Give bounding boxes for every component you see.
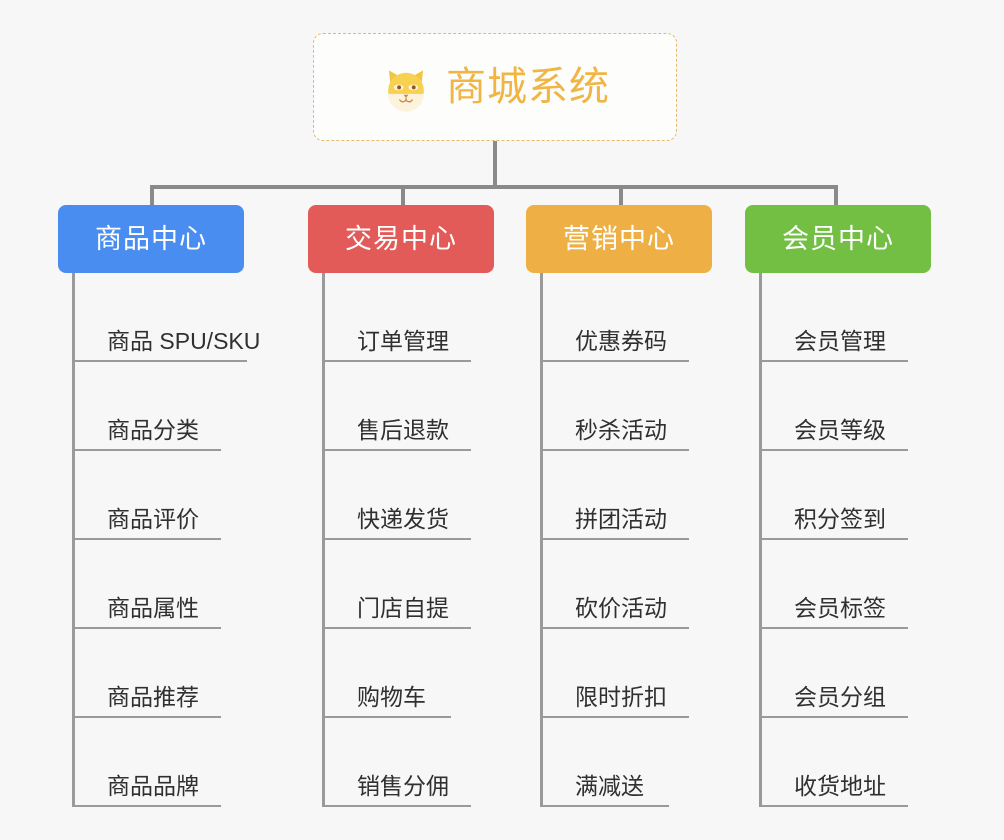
leaf-label: 门店自提 <box>357 595 449 622</box>
leaf-label: 商品分类 <box>107 417 199 444</box>
branch-column-1: 交易中心 订单管理 售后退款 快递发货 门店自提 购物车 销售分佣 <box>308 205 494 807</box>
leaf-item[interactable]: 订单管理 <box>325 273 471 362</box>
category-box-1[interactable]: 交易中心 <box>308 205 494 273</box>
leaf-item[interactable]: 拼团活动 <box>543 451 689 540</box>
leaf-label: 订单管理 <box>357 328 449 355</box>
connector-bus <box>150 185 838 189</box>
leaf-list-0: 商品 SPU/SKU 商品分类 商品评价 商品属性 商品推荐 商品品牌 <box>72 273 260 807</box>
leaf-item[interactable]: 售后退款 <box>325 362 471 451</box>
leaf-item[interactable]: 会员标签 <box>762 540 908 629</box>
leaf-item[interactable]: 满减送 <box>543 718 669 807</box>
leaf-label: 售后退款 <box>357 417 449 444</box>
leaf-item[interactable]: 会员分组 <box>762 629 908 718</box>
leaf-list-2: 优惠券码 秒杀活动 拼团活动 砍价活动 限时折扣 满减送 <box>540 273 715 807</box>
leaf-item[interactable]: 购物车 <box>325 629 451 718</box>
category-label-2: 营销中心 <box>563 223 675 254</box>
leaf-list-3: 会员管理 会员等级 积分签到 会员标签 会员分组 收货地址 <box>759 273 934 807</box>
category-box-3[interactable]: 会员中心 <box>745 205 931 273</box>
leaf-item[interactable]: 收货地址 <box>762 718 908 807</box>
leaf-item[interactable]: 积分签到 <box>762 451 908 540</box>
leaf-label: 快递发货 <box>357 506 449 533</box>
leaf-label: 会员标签 <box>794 595 886 622</box>
leaf-label: 优惠券码 <box>575 328 667 355</box>
connector-root-stem <box>493 141 497 187</box>
leaf-label: 秒杀活动 <box>575 417 667 444</box>
leaf-item[interactable]: 优惠券码 <box>543 273 689 362</box>
connector-drop-3 <box>834 185 838 207</box>
root-title: 商城系统 <box>446 65 610 109</box>
root-node[interactable]: 商城系统 <box>313 33 677 141</box>
leaf-label: 商品品牌 <box>107 773 199 800</box>
category-label-0: 商品中心 <box>95 223 207 254</box>
leaf-item[interactable]: 会员等级 <box>762 362 908 451</box>
leaf-label: 销售分佣 <box>357 773 449 800</box>
leaf-item[interactable]: 商品评价 <box>75 451 221 540</box>
branch-column-3: 会员中心 会员管理 会员等级 积分签到 会员标签 会员分组 收货地址 <box>745 205 931 807</box>
leaf-list-1: 订单管理 售后退款 快递发货 门店自提 购物车 销售分佣 <box>322 273 497 807</box>
branch-column-2: 营销中心 优惠券码 秒杀活动 拼团活动 砍价活动 限时折扣 满减送 <box>526 205 712 807</box>
leaf-label: 商品 SPU/SKU <box>107 328 261 355</box>
branch-column-0: 商品中心 商品 SPU/SKU 商品分类 商品评价 商品属性 商品推荐 商品品牌 <box>58 205 260 807</box>
leaf-label: 拼团活动 <box>575 506 667 533</box>
leaf-item[interactable]: 砍价活动 <box>543 540 689 629</box>
leaf-label: 积分签到 <box>794 506 886 533</box>
category-box-0[interactable]: 商品中心 <box>58 205 244 273</box>
leaf-label: 收货地址 <box>794 773 886 800</box>
category-box-2[interactable]: 营销中心 <box>526 205 712 273</box>
leaf-label: 满减送 <box>575 773 644 800</box>
connector-drop-0 <box>150 185 154 207</box>
leaf-label: 砍价活动 <box>575 595 667 622</box>
leaf-item[interactable]: 限时折扣 <box>543 629 689 718</box>
connector-drop-2 <box>619 185 623 207</box>
connector-drop-1 <box>401 185 405 207</box>
leaf-item[interactable]: 商品属性 <box>75 540 221 629</box>
leaf-item[interactable]: 会员管理 <box>762 273 908 362</box>
leaf-item[interactable]: 门店自提 <box>325 540 471 629</box>
leaf-item[interactable]: 快递发货 <box>325 451 471 540</box>
leaf-item[interactable]: 商品品牌 <box>75 718 221 807</box>
leaf-item[interactable]: 商品 SPU/SKU <box>75 273 260 362</box>
leaf-label: 商品推荐 <box>107 684 199 711</box>
leaf-label: 会员分组 <box>794 684 886 711</box>
leaf-label: 商品属性 <box>107 595 199 622</box>
leaf-item[interactable]: 销售分佣 <box>325 718 471 807</box>
category-label-1: 交易中心 <box>345 223 457 254</box>
dog-face-icon <box>380 63 432 115</box>
leaf-item[interactable]: 秒杀活动 <box>543 362 689 451</box>
category-label-3: 会员中心 <box>782 223 894 254</box>
leaf-item[interactable]: 商品推荐 <box>75 629 221 718</box>
leaf-label: 商品评价 <box>107 506 199 533</box>
leaf-item[interactable]: 商品分类 <box>75 362 221 451</box>
leaf-label: 会员等级 <box>794 417 886 444</box>
leaf-label: 会员管理 <box>794 328 886 355</box>
leaf-label: 购物车 <box>357 684 426 711</box>
leaf-label: 限时折扣 <box>575 684 667 711</box>
